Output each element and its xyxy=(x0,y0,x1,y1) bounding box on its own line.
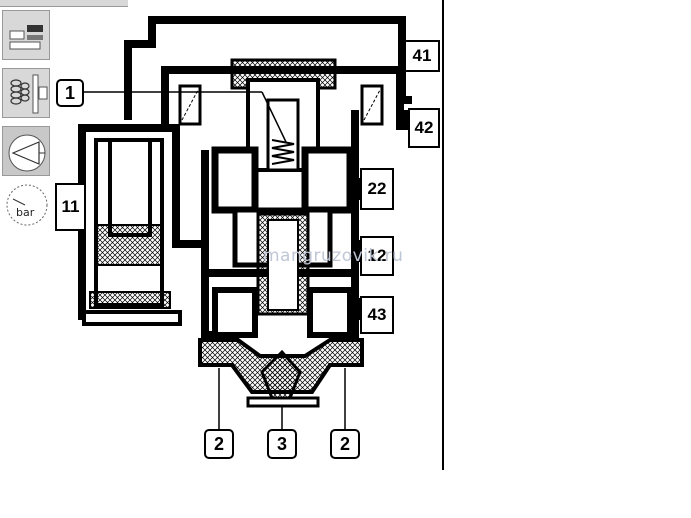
frame-right-border xyxy=(442,0,444,470)
left-cylinder-piston xyxy=(108,138,152,237)
port-label-41: 41 xyxy=(404,40,440,72)
cone-tool-button[interactable] xyxy=(2,126,50,176)
lower-left-chamber xyxy=(212,287,258,338)
watermark: mangruzovik.ru xyxy=(263,246,404,266)
pressure-gauge-button[interactable]: bar xyxy=(2,182,50,232)
piston-bore xyxy=(267,219,299,311)
left-cylinder-base xyxy=(89,291,171,309)
lower-right-chamber xyxy=(307,287,353,338)
gauge-unit-label: bar xyxy=(16,206,35,219)
pressure-gauge-icon: bar xyxy=(6,184,48,226)
port-label-43: 43 xyxy=(360,296,394,334)
central-body-left xyxy=(201,150,215,339)
components-tool-button[interactable] xyxy=(2,10,50,60)
port-label-22: 22 xyxy=(360,168,394,210)
port-label-11: 11 xyxy=(55,183,86,231)
components-icon xyxy=(9,25,43,50)
central-spring xyxy=(271,139,295,165)
left-cylinder-foot xyxy=(82,310,182,326)
valve-cross-section xyxy=(76,16,412,430)
callout-2-right: 2 xyxy=(330,429,360,459)
cone-icon xyxy=(8,134,46,172)
callout-1: 1 xyxy=(56,79,84,107)
port-label-12: 12 xyxy=(360,236,394,276)
left-valve-block xyxy=(211,146,259,214)
port-label-42: 42 xyxy=(408,108,440,148)
spring-icon xyxy=(10,74,48,114)
left-cylinder-seal xyxy=(95,224,163,266)
diagram-frame xyxy=(0,0,443,470)
exhaust-cover xyxy=(246,396,320,408)
callout-3: 3 xyxy=(267,429,297,459)
right-valve-block xyxy=(301,146,354,214)
left-toolbar: bar xyxy=(0,0,54,240)
callout-2-left: 2 xyxy=(204,429,234,459)
exhaust-valve xyxy=(260,349,302,400)
top-toolbar-strip xyxy=(0,0,128,7)
spring-tool-button[interactable] xyxy=(2,68,50,118)
